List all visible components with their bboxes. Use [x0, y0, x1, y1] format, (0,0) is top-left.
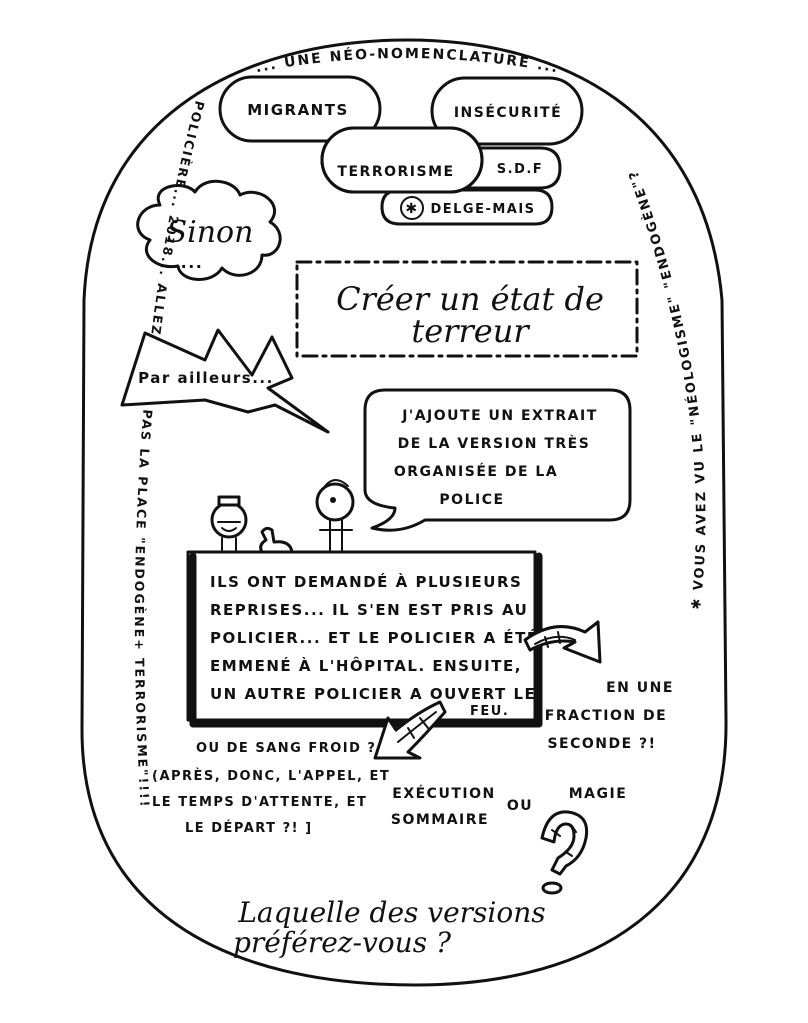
insecurite-oval: [430, 76, 584, 146]
migrants-oval: [218, 75, 382, 143]
character-duck: [259, 526, 294, 554]
left-note-line-4: LE DÉPART ?! ]: [185, 820, 313, 836]
cloud-text: Sinon: [167, 215, 254, 250]
left-note-line-2: (APRÈS, DONC, L'APPEL, ET: [152, 768, 390, 784]
left-note-line-3: LE TEMPS D'ATTENTE, ET: [152, 795, 367, 810]
closing-question-line1: Laquelle des versions: [237, 896, 545, 929]
closing-question-line2: préférez-vous ?: [233, 926, 452, 959]
choices: EXÉCUTION SOMMAIRE OU MAGIE: [391, 785, 628, 828]
terror-box-line2: terreur: [411, 312, 530, 350]
speech-bubble: J'AJOUTE UN EXTRAIT DE LA VERSION TRÈS O…: [363, 388, 632, 532]
extract-frame: [186, 550, 537, 722]
choice-execution-line1: EXÉCUTION: [392, 785, 495, 802]
dashdot-frame: [295, 260, 639, 358]
arrow-right: [523, 620, 602, 664]
asterisk-icon: ✱: [405, 201, 418, 217]
border-right-text: ✱ VOUS AVEZ VU LE "NÉOLOGISME" "ENDOGÈNE…: [626, 167, 710, 610]
left-note: OU DE SANG FROID ? (APRÈS, DONC, L'APPEL…: [152, 741, 390, 836]
choice-or: OU: [507, 798, 533, 814]
character-grumpy: [210, 495, 248, 551]
speech-line-1: J'AJOUTE UN EXTRAIT: [401, 408, 598, 424]
cloud-outline: [136, 179, 282, 281]
speech-line-4: POLICE: [439, 492, 504, 508]
closing-question: Laquelle des versions préférez-vous ?: [233, 896, 546, 959]
extract-box: ILS ONT DEMANDÉ À PLUSIEURS REPRISES... …: [186, 550, 543, 728]
right-note-line-3: SECONDE ?!: [547, 736, 656, 752]
keyword-sdf: S.D.F: [497, 162, 543, 177]
character-main: [315, 479, 355, 553]
extract-line-4: EMMENÉ À L'HÔPITAL. ENSUITE,: [210, 656, 522, 675]
extract-line-5: UN AUTRE POLICIER A OUVERT LE: [210, 685, 536, 703]
choice-execution-line2: SOMMAIRE: [391, 812, 489, 828]
terrorisme-oval: [320, 126, 484, 194]
extract-line-2: REPRISES... IL S'EN EST PRIS AU: [210, 601, 528, 619]
speech-line-3: ORGANISÉE DE LA: [394, 463, 558, 480]
right-note-line-2: FRACTION DE: [545, 708, 667, 724]
question-mark-icon: [540, 810, 589, 895]
left-note-line-1: OU DE SANG FROID ?: [196, 741, 376, 756]
extract-line-6: FEU.: [470, 704, 509, 719]
delge-mais-capsule: [380, 188, 554, 226]
thought-cloud: Sinon ...: [136, 179, 282, 281]
spike-outline: [120, 328, 330, 434]
keyword-delge-mais: DELGE-MAIS: [430, 202, 535, 217]
keyword-insecurite: INSÉCURITÉ: [454, 104, 562, 121]
choice-magie: MAGIE: [569, 786, 628, 802]
extract-line-1: ILS ONT DEMANDÉ À PLUSIEURS: [210, 572, 522, 591]
characters: [210, 479, 355, 554]
cloud-ellipsis: ...: [181, 253, 204, 272]
spike-text: Par ailleurs...: [138, 369, 274, 387]
terror-box: Créer un état de terreur: [295, 260, 639, 358]
extract-line-3: POLICIER... ET LE POLICIER A ÉTÉ: [210, 628, 539, 647]
speech-outline: [363, 388, 632, 532]
right-note-line-1: EN UNE: [606, 680, 674, 696]
keyword-terrorisme: TERRORISME: [337, 164, 454, 180]
spike-bubble: Par ailleurs...: [120, 328, 330, 434]
right-note: EN UNE FRACTION DE SECONDE ?!: [545, 680, 674, 752]
speech-line-2: DE LA VERSION TRÈS: [398, 435, 591, 452]
page-frame: [80, 38, 728, 987]
keyword-migrants: MIGRANTS: [247, 101, 349, 119]
asterisk-circle: [400, 196, 424, 220]
arrow-left: [373, 700, 447, 760]
terror-box-line1: Créer un état de: [336, 280, 604, 318]
keyword-cluster: MIGRANTS INSÉCURITÉ TERRORISME S.D.F ✱ D…: [218, 75, 584, 226]
